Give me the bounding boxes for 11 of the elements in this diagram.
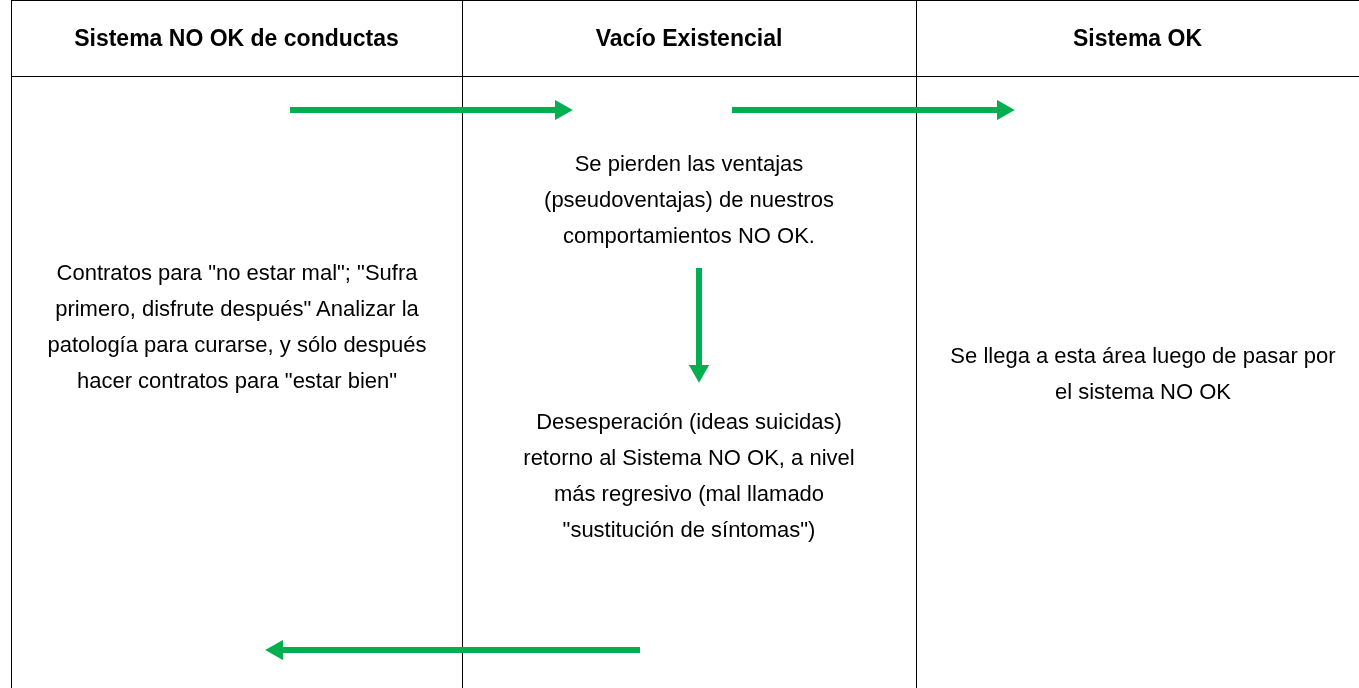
cell-text: Se pierden las ventajas (pseudoventajas) de nuestros comportamientos NO OK.: [543, 150, 835, 250]
arrow: [290, 99, 573, 121]
arrow: [265, 639, 640, 661]
cell-text: Desesperación (ideas suicidas) retorno al Sistema NO OK, a nivel más regresivo (mal llamado "sustitución de síntomas"): [522, 408, 856, 544]
column-header: Vacío Existencial: [595, 23, 783, 53]
arrow: [688, 268, 710, 383]
column-header: Sistema NO OK de conductas: [74, 23, 399, 53]
arrow: [732, 99, 1015, 121]
cell-text: Se llega a esta área luego de pasar por el sistema NO OK: [949, 342, 1337, 406]
cell-text: Contratos para "no estar mal"; "Sufra primero, disfrute después" Analizar la patología para curarse, y sólo después hacer contratos para "estar bien": [46, 259, 428, 395]
column-header: Sistema OK: [1072, 23, 1203, 53]
